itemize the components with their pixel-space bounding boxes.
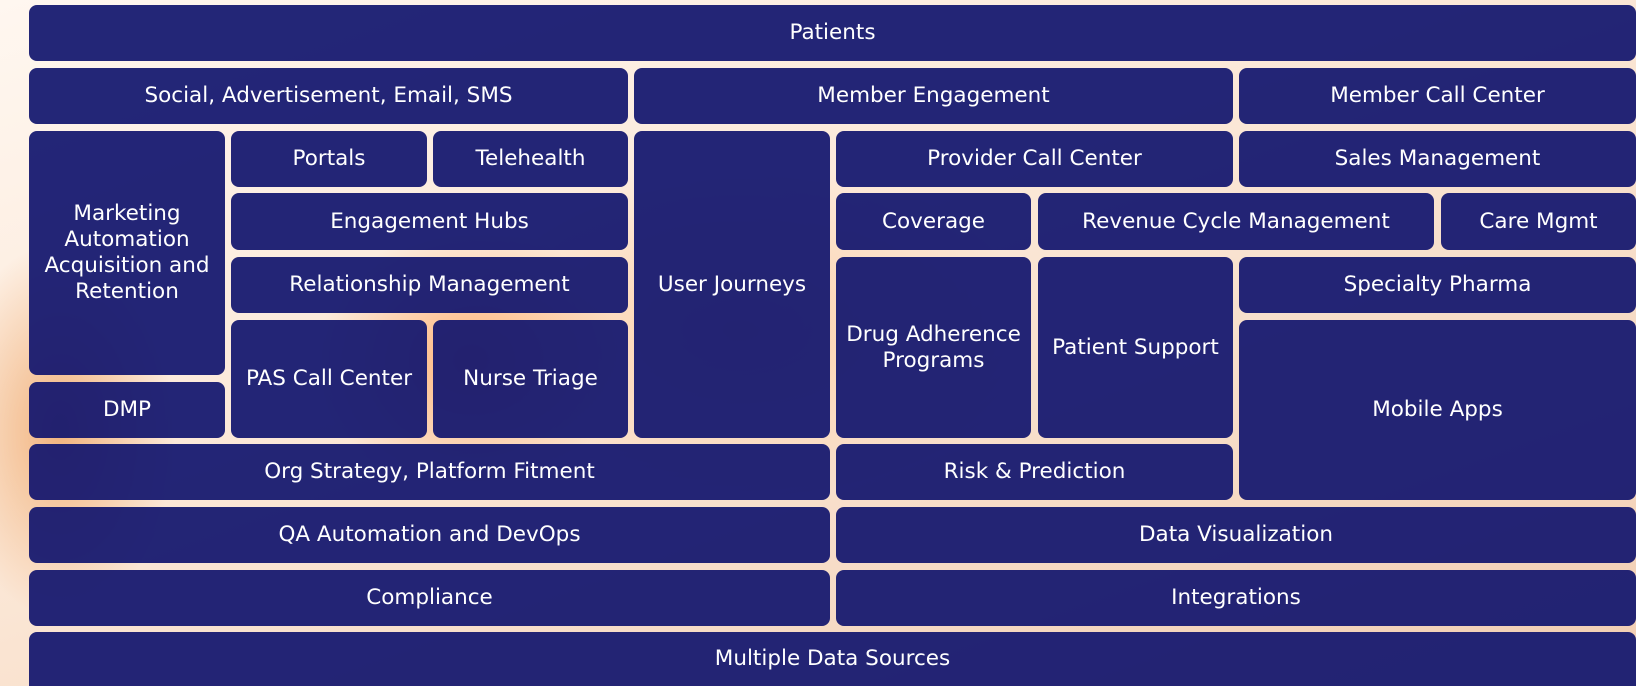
tile-sales-management[interactable]: Sales Management (1239, 131, 1636, 187)
tile-org-strategy[interactable]: Org Strategy, Platform Fitment (29, 444, 830, 500)
tile-relationship-management[interactable]: Relationship Management (231, 257, 628, 313)
tile-member-engagement[interactable]: Member Engagement (634, 68, 1233, 124)
tile-care-mgmt[interactable]: Care Mgmt (1441, 193, 1636, 250)
tile-revenue-cycle-management[interactable]: Revenue Cycle Management (1038, 193, 1434, 250)
tile-coverage[interactable]: Coverage (836, 193, 1031, 250)
tile-qa-automation[interactable]: QA Automation and DevOps (29, 507, 830, 563)
tile-mobile-apps[interactable]: Mobile Apps (1239, 320, 1636, 500)
tile-user-journeys[interactable]: User Journeys (634, 131, 830, 438)
tile-provider-call-center[interactable]: Provider Call Center (836, 131, 1233, 187)
tile-pas-call-center[interactable]: PAS Call Center (231, 320, 427, 438)
tile-marketing-automation[interactable]: Marketing Automation Acquisition and Ret… (29, 131, 225, 375)
tile-engagement-hubs[interactable]: Engagement Hubs (231, 193, 628, 250)
tile-patient-support[interactable]: Patient Support (1038, 257, 1233, 438)
tile-dmp[interactable]: DMP (29, 382, 225, 438)
tile-specialty-pharma[interactable]: Specialty Pharma (1239, 257, 1636, 313)
tile-risk-prediction[interactable]: Risk & Prediction (836, 444, 1233, 500)
tile-data-visualization[interactable]: Data Visualization (836, 507, 1636, 563)
tile-multiple-data-sources[interactable]: Multiple Data Sources (29, 632, 1636, 686)
tile-drug-adherence-programs[interactable]: Drug Adherence Programs (836, 257, 1031, 438)
tile-nurse-triage[interactable]: Nurse Triage (433, 320, 628, 438)
tile-member-call-center[interactable]: Member Call Center (1239, 68, 1636, 124)
tile-patients[interactable]: Patients (29, 5, 1636, 61)
tile-portals[interactable]: Portals (231, 131, 427, 187)
tile-telehealth[interactable]: Telehealth (433, 131, 628, 187)
tile-social[interactable]: Social, Advertisement, Email, SMS (29, 68, 628, 124)
tile-compliance[interactable]: Compliance (29, 570, 830, 626)
tile-integrations[interactable]: Integrations (836, 570, 1636, 626)
